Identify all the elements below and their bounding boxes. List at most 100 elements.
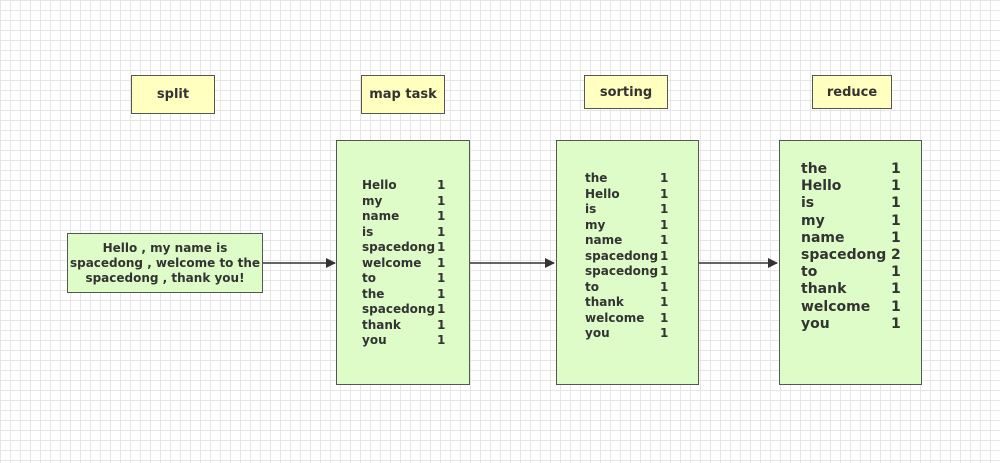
count-value: 1 xyxy=(660,310,669,325)
word-count-row: the 1 xyxy=(801,161,911,178)
count-value: 1 xyxy=(891,281,901,298)
word-count-row: you 1 xyxy=(362,333,452,349)
count-value: 1 xyxy=(891,315,901,332)
reduce-box xyxy=(779,140,922,385)
count-value: 1 xyxy=(891,195,901,212)
count-value: 1 xyxy=(437,317,446,332)
word-count-row: welcome 1 xyxy=(801,299,911,316)
word-label: spacedong xyxy=(801,246,887,263)
word-label: to xyxy=(801,264,818,281)
word-label: welcome xyxy=(362,255,422,270)
word-count-row: name 1 xyxy=(585,233,675,249)
word-label: is xyxy=(362,224,374,239)
word-label: spacedong xyxy=(362,240,436,254)
split-stage-label: split xyxy=(131,75,215,114)
count-value: 1 xyxy=(891,298,901,315)
word-label: is xyxy=(585,202,597,216)
count-value: 1 xyxy=(437,193,446,208)
count-value: 1 xyxy=(437,209,446,223)
map-task-box xyxy=(336,140,470,385)
word-label: spacedong xyxy=(585,248,659,263)
word-label: welcome xyxy=(585,310,645,325)
count-value: 1 xyxy=(660,295,669,309)
word-count-row: to 1 xyxy=(801,264,911,281)
word-label: welcome xyxy=(801,298,871,315)
word-count-row: thank 1 xyxy=(801,281,911,298)
sorting-box xyxy=(556,140,699,385)
word-label: thank xyxy=(585,295,624,309)
word-count-row: name 1 xyxy=(801,230,911,247)
word-count-row: Hello 1 xyxy=(362,178,452,194)
map-task-stage-label: map task xyxy=(361,75,445,114)
input-text-line: spacedong , thank you! xyxy=(85,270,245,285)
input-text-box: Hello , my name is spacedong , welcome t… xyxy=(67,233,263,293)
count-value: 1 xyxy=(660,186,669,201)
count-value: 1 xyxy=(437,240,446,254)
word-label: the xyxy=(362,286,385,301)
word-label: to xyxy=(362,271,376,285)
count-value: 1 xyxy=(437,255,446,270)
count-value: 1 xyxy=(437,178,446,192)
word-count-row: name 1 xyxy=(362,209,452,225)
count-value: 1 xyxy=(891,229,901,246)
input-text-line: Hello , my name is xyxy=(102,240,228,255)
input-text-line: spacedong , welcome to the xyxy=(69,255,261,270)
word-count-row: welcome 1 xyxy=(585,311,675,327)
word-label: you xyxy=(801,315,830,332)
word-count-row: you 1 xyxy=(801,316,911,333)
count-value: 1 xyxy=(891,212,901,229)
word-label: thank xyxy=(801,281,847,298)
count-value: 2 xyxy=(891,246,901,263)
word-label: my xyxy=(585,217,606,232)
word-count-row: my 1 xyxy=(801,213,911,230)
word-label: is xyxy=(801,195,815,212)
word-label: Hello xyxy=(585,186,620,201)
word-count-row: Hello 1 xyxy=(801,178,911,195)
word-count-row: welcome 1 xyxy=(362,256,452,272)
word-label: the xyxy=(801,161,828,177)
word-count-row: my 1 xyxy=(585,218,675,234)
count-value: 1 xyxy=(891,264,901,281)
word-label: Hello xyxy=(362,178,397,192)
word-label: the xyxy=(585,171,608,185)
word-count-row: is 1 xyxy=(801,195,911,212)
word-label: spacedong xyxy=(362,302,436,316)
word-label: my xyxy=(362,193,383,208)
word-label: you xyxy=(585,326,610,340)
word-label: name xyxy=(585,233,623,247)
count-value: 1 xyxy=(891,178,901,195)
count-value: 1 xyxy=(891,161,901,177)
count-value: 1 xyxy=(660,202,669,216)
word-label: name xyxy=(801,229,845,246)
count-value: 1 xyxy=(437,333,446,347)
word-label: my xyxy=(801,212,825,229)
word-label: name xyxy=(362,209,400,223)
count-value: 1 xyxy=(437,286,446,301)
word-count-row: my 1 xyxy=(362,194,452,210)
word-count-row: is 1 xyxy=(585,202,675,218)
count-value: 1 xyxy=(660,233,669,247)
word-count-row: the 1 xyxy=(362,287,452,303)
word-label: Hello xyxy=(801,178,842,195)
word-label: you xyxy=(362,333,387,347)
count-value: 1 xyxy=(437,302,446,316)
sorting-stage-label: sorting xyxy=(584,75,668,109)
count-value: 1 xyxy=(660,217,669,232)
word-count-row: thank 1 xyxy=(585,295,675,311)
count-value: 1 xyxy=(660,279,669,294)
count-value: 1 xyxy=(660,264,669,278)
